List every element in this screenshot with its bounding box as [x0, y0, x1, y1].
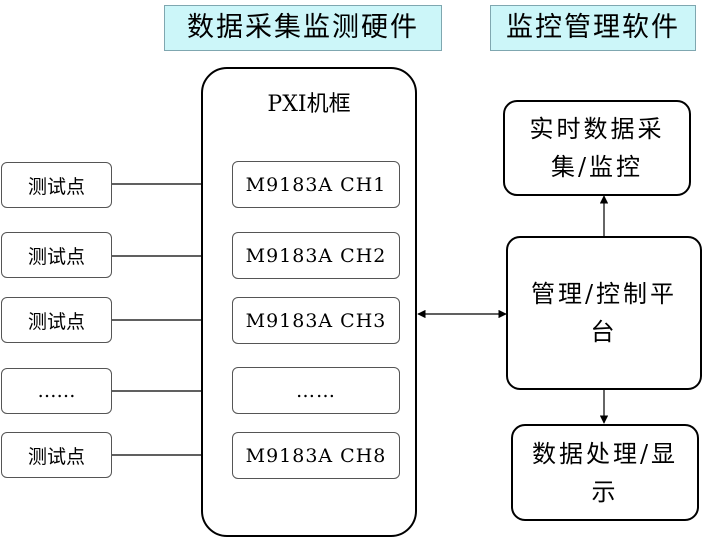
- software-header: 监控管理软件: [490, 5, 696, 51]
- test-point-8: 测试点: [1, 432, 112, 478]
- data-processing-label: 数据处理/显示: [531, 439, 679, 506]
- data-processing-block: 数据处理/显示: [511, 424, 699, 521]
- test-point-3: 测试点: [1, 297, 112, 343]
- realtime-monitor-label: 实时数据采集/监控: [529, 115, 665, 181]
- management-platform-label: 管理/控制平台: [530, 280, 678, 346]
- management-platform-block: 管理/控制平台: [506, 236, 702, 390]
- test-point-ellipsis: ……: [1, 368, 112, 414]
- channel-ellipsis: ……: [232, 367, 400, 414]
- channel-ch2: M9183A CH2: [232, 232, 400, 279]
- realtime-monitor-block: 实时数据采集/监控: [503, 100, 691, 196]
- channel-ch1: M9183A CH1: [232, 161, 400, 208]
- channel-ch8: M9183A CH8: [232, 432, 400, 479]
- chassis-title: PXI机框: [267, 92, 351, 117]
- channel-ch3: M9183A CH3: [232, 297, 400, 344]
- test-point-2: 测试点: [1, 232, 112, 278]
- hardware-header: 数据采集监测硬件: [164, 5, 442, 51]
- test-point-1: 测试点: [1, 162, 112, 208]
